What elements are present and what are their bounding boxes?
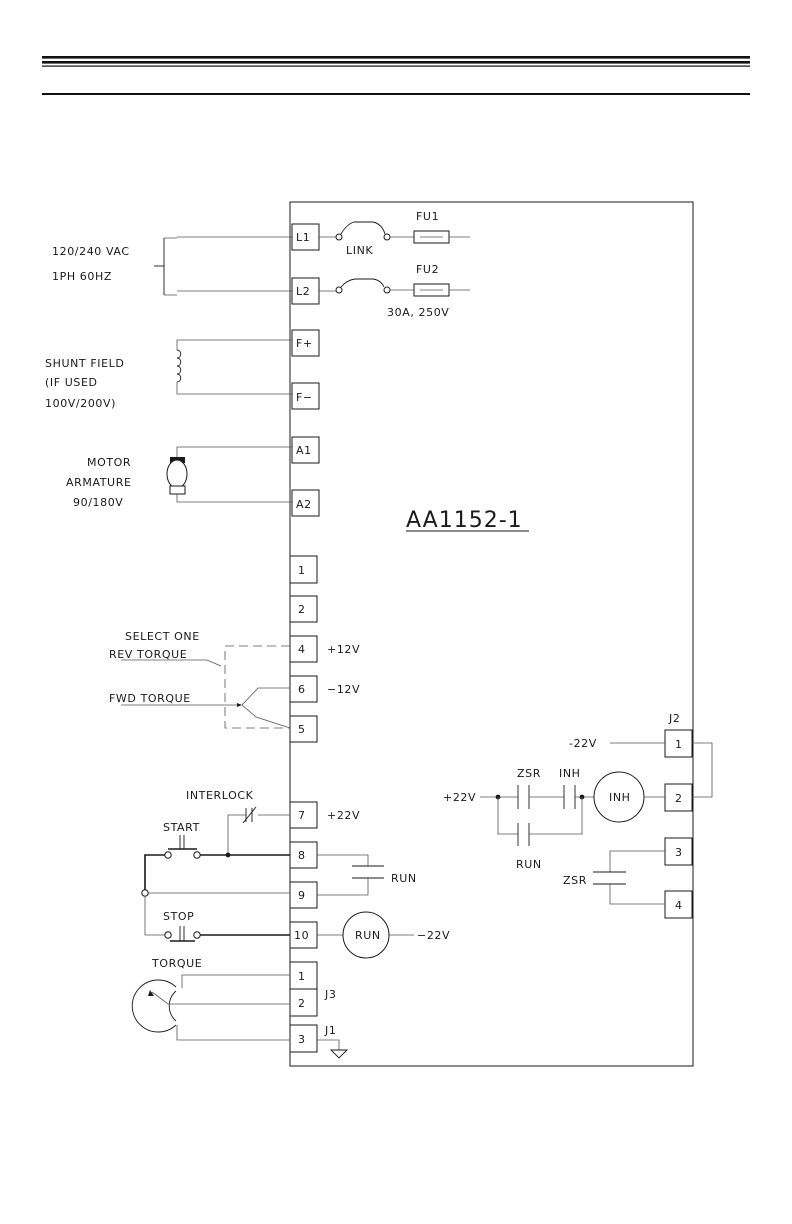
run-contact <box>317 855 384 895</box>
terminal-4-label: 4 <box>298 643 306 656</box>
ac-supply: 120/240 VAC 1PH 60HZ <box>52 237 292 295</box>
fwd-torque-label: FWD TORQUE <box>109 692 191 705</box>
supply-phase-label: 1PH 60HZ <box>52 270 112 283</box>
terminal-a2-label: A2 <box>296 498 312 511</box>
j3-terminal-1-label: 1 <box>298 970 306 983</box>
terminal-f-minus-label: F− <box>296 391 313 404</box>
interlock-label: INTERLOCK <box>186 789 254 802</box>
shunt-field-voltage: 100V/200V) <box>45 397 116 410</box>
connector-j1-label: J1 <box>324 1024 336 1037</box>
voltage-minus12: −12V <box>327 683 360 696</box>
torque-pot-label: TORQUE <box>151 957 202 970</box>
terminal-6-label: 6 <box>298 683 306 696</box>
motor-armature <box>167 447 292 502</box>
start-pushbutton <box>145 835 290 893</box>
terminal-8-label: 8 <box>298 849 306 862</box>
motor-armature-label: ARMATURE <box>66 476 132 489</box>
terminal-f-plus-label: F+ <box>296 337 313 350</box>
terminal-10-label: 10 <box>294 929 309 942</box>
j3-terminal-3-label: 3 <box>298 1033 306 1046</box>
start-label: START <box>163 821 200 834</box>
terminal-7-label: 7 <box>298 809 306 822</box>
j2-plus22-label: +22V <box>443 791 476 804</box>
shunt-field-note: (IF USED <box>45 376 98 389</box>
inh-contact-label: INH <box>559 767 581 780</box>
select-one-label: SELECT ONE <box>125 630 200 643</box>
inhibit-circuit <box>480 772 665 846</box>
voltage-plus12: +12V <box>327 643 360 656</box>
terminal-a1-label: A1 <box>296 444 312 457</box>
zsr-j2-label: ZSR <box>563 874 587 887</box>
fuse-fu1-label: FU1 <box>416 210 439 223</box>
j2-terminal-3-label: 3 <box>675 846 683 859</box>
j2-minus22-label: -22V <box>569 737 597 750</box>
supply-voltage-label: 120/240 VAC <box>52 245 130 258</box>
link-label: LINK <box>346 244 373 257</box>
zsr-contact-j2 <box>593 851 665 904</box>
shunt-field-label: SHUNT FIELD <box>45 357 124 370</box>
connector-j2-label: J2 <box>668 712 680 725</box>
terminal-5-label: 5 <box>298 723 306 736</box>
ground-symbol <box>317 1040 347 1058</box>
run-relay-label: RUN <box>355 929 381 942</box>
stop-label: STOP <box>163 910 194 923</box>
j2-terminal-2-label: 2 <box>675 792 683 805</box>
j3-terminal-2-label: 2 <box>298 997 306 1010</box>
run-logic-label: RUN <box>516 858 542 871</box>
fuse-rating-label: 30A, 250V <box>387 306 449 319</box>
zsr-contact-label: ZSR <box>517 767 541 780</box>
motor-label: MOTOR <box>87 456 131 469</box>
rev-torque-label: REV TORQUE <box>109 648 187 661</box>
run-contact-label: RUN <box>391 872 417 885</box>
motor-voltage-label: 90/180V <box>73 496 123 509</box>
interlock-contact <box>228 807 290 854</box>
terminal-l2-label: L2 <box>296 285 310 298</box>
voltage-minus22: −22V <box>417 929 450 942</box>
terminal-1-label: 1 <box>298 564 306 577</box>
shunt-field <box>177 340 292 394</box>
terminal-2-label: 2 <box>298 603 306 616</box>
connector-j3-label: J3 <box>324 988 336 1001</box>
j2-terminal-4-label: 4 <box>675 899 683 912</box>
inh-coil-label: INH <box>609 791 631 804</box>
j2-terminal-1-label: 1 <box>675 738 683 751</box>
voltage-plus22: +22V <box>327 809 360 822</box>
header-rules <box>42 56 750 95</box>
terminal-9-label: 9 <box>298 889 306 902</box>
board-title: AA1152-1 <box>406 508 523 533</box>
fuse-fu2-label: FU2 <box>416 263 439 276</box>
torque-potentiometer <box>132 975 290 1040</box>
fuse-section <box>319 222 470 296</box>
terminal-l1-label: L1 <box>296 231 310 244</box>
